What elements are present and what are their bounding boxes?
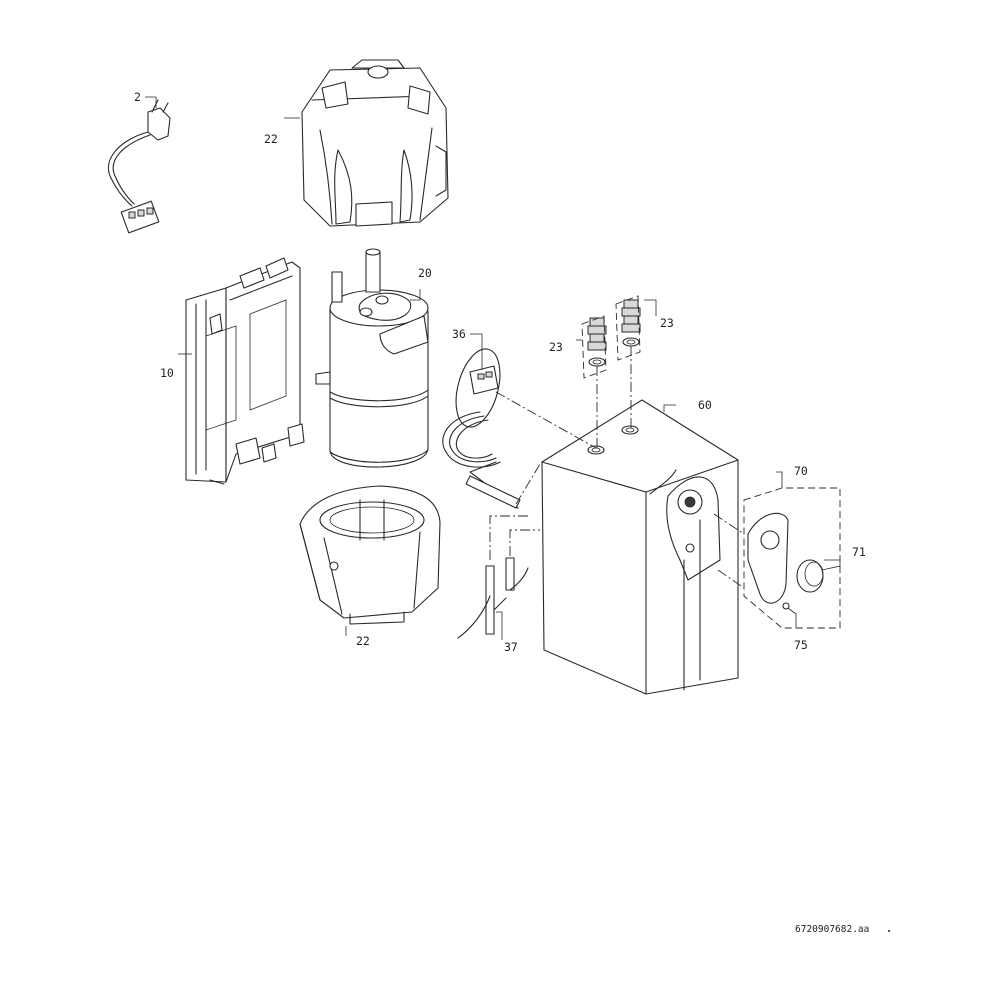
leader-lines xyxy=(145,96,841,640)
part-fitting-left xyxy=(581,315,607,379)
part-back-frame xyxy=(185,257,305,485)
callout-2: 2 xyxy=(134,90,141,104)
part-inner-tank xyxy=(315,248,429,468)
part-thermostat xyxy=(442,348,521,509)
callout-36: 36 xyxy=(452,327,466,341)
callout-22-top: 22 xyxy=(264,132,278,146)
callout-60: 60 xyxy=(698,398,712,412)
part-fitting-right xyxy=(615,295,641,361)
callout-20: 20 xyxy=(418,266,432,280)
callout-75: 75 xyxy=(794,638,808,652)
callout-10: 10 xyxy=(160,366,174,380)
part-upper-cover xyxy=(301,59,449,227)
callout-labels: 2 22 20 10 36 23 23 60 70 71 75 22 37 xyxy=(134,90,866,654)
assembly-lines xyxy=(489,346,745,589)
dot-mark xyxy=(888,930,890,932)
callout-37: 37 xyxy=(504,640,518,654)
callout-71: 71 xyxy=(852,545,866,559)
callout-23-right: 23 xyxy=(660,316,674,330)
callout-22-bottom: 22 xyxy=(356,634,370,648)
callout-70: 70 xyxy=(794,464,808,478)
drawing-number: 6720907682.aa xyxy=(795,924,869,935)
part-heating-element xyxy=(457,557,529,639)
callout-23-left: 23 xyxy=(549,340,563,354)
part-housing xyxy=(541,399,739,695)
part-control-cover xyxy=(743,487,841,629)
part-power-cable xyxy=(107,99,171,234)
part-lower-base xyxy=(299,485,441,625)
